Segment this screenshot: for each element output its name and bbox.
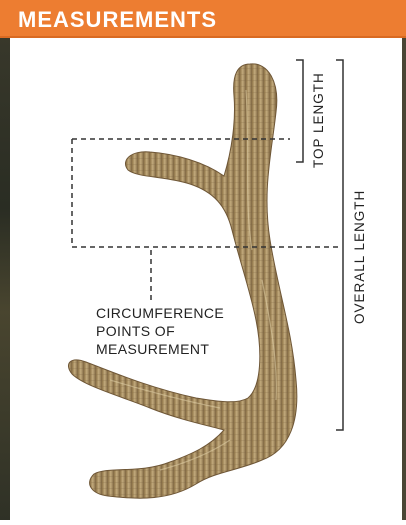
overall-length-label: OVERALL LENGTH <box>352 190 367 324</box>
circumference-dashed-box <box>72 139 338 247</box>
circumference-label-line-2: POINTS OF <box>96 322 224 340</box>
circumference-label-line-3: MEASUREMENT <box>96 340 224 358</box>
circumference-label: CIRCUMFERENCE POINTS OF MEASUREMENT <box>96 304 224 358</box>
circumference-label-line-1: CIRCUMFERENCE <box>96 304 224 322</box>
measurement-diagram: TOP LENGTH OVERALL LENGTH CIRCUMFERENCE … <box>0 38 406 520</box>
header-bar: MEASUREMENTS <box>0 0 406 38</box>
top-length-label: TOP LENGTH <box>311 72 326 168</box>
top-length-bracket <box>296 60 303 162</box>
antler-illustration <box>0 38 406 520</box>
overall-length-bracket <box>336 60 343 430</box>
page-title: MEASUREMENTS <box>18 7 217 33</box>
